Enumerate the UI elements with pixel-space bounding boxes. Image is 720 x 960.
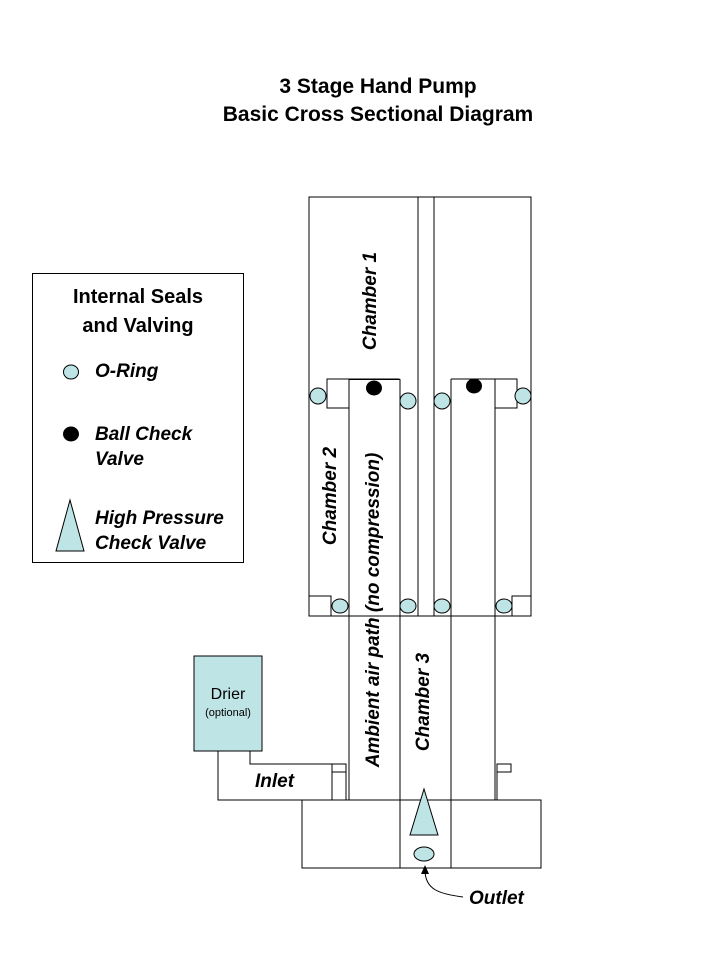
legend-label-ball-check-line1: Ball Check: [95, 424, 193, 445]
legend: Internal Seals and Valving O-Ring Ball C…: [32, 273, 244, 563]
central-rod: [417, 196, 435, 617]
legend-label-ball-check-line2: Valve: [95, 449, 144, 470]
o-ring-icon: [433, 392, 451, 410]
o-ring-icon: [309, 387, 327, 405]
o-ring-icon: [399, 598, 417, 614]
ambient-air-path-label: Ambient air path (no compression): [363, 452, 384, 768]
right-fitting: [496, 763, 512, 773]
high-pressure-check-valve-icon: [409, 787, 439, 836]
o-ring-icon: [331, 598, 349, 614]
stage2-piston-cap-left: [326, 378, 350, 409]
legend-heading-line2: and Valving: [82, 315, 194, 337]
outlet-arrow: [424, 869, 464, 898]
outlet-arrowhead: [421, 865, 429, 874]
legend-label-o-ring: O-Ring: [95, 361, 159, 382]
chamber2-label: Chamber 2: [320, 446, 341, 546]
high-pressure-check-valve-icon: [55, 498, 85, 552]
ball-check-valve-icon: [466, 378, 482, 394]
legend-heading: Internal Seals and Valving: [33, 283, 243, 341]
chamber1-label: Chamber 1: [360, 251, 381, 351]
outlet-o-ring-icon: [413, 846, 435, 862]
diagram-title-line1: 3 Stage Hand Pump: [279, 75, 477, 98]
ball-check-valve-icon: [63, 426, 79, 442]
diagram-title-line2: Basic Cross Sectional Diagram: [222, 103, 534, 126]
o-ring-icon: [495, 598, 513, 614]
stage2-piston-cap-right: [494, 378, 518, 409]
outlet-label: Outlet: [469, 888, 524, 909]
drier-label: Drier: [210, 686, 246, 703]
o-ring-icon: [514, 387, 532, 405]
drier-optional-label: (optional): [205, 707, 251, 719]
lower-cap-left: [308, 595, 332, 617]
chamber3-label: Chamber 3: [413, 652, 434, 752]
inlet-tube-upper: [249, 751, 332, 765]
o-ring-icon: [433, 598, 451, 614]
ball-check-valve-icon: [366, 380, 382, 396]
o-ring-icon: [63, 364, 79, 380]
o-ring-icon: [399, 392, 417, 410]
chamber1-cylinder: [308, 196, 532, 617]
inlet-tube-lower: [217, 751, 332, 801]
inlet-label: Inlet: [255, 771, 295, 792]
drier-box: [193, 655, 263, 752]
legend-heading-line1: Internal Seals: [72, 286, 204, 308]
stage2-piston-top-left: [348, 378, 400, 380]
legend-label-hp-check-line1: High Pressure: [95, 508, 224, 529]
legend-label-hp-check-line2: Check Valve: [95, 533, 207, 554]
lower-cap-right: [511, 595, 532, 617]
inlet-fitting: [331, 763, 347, 773]
